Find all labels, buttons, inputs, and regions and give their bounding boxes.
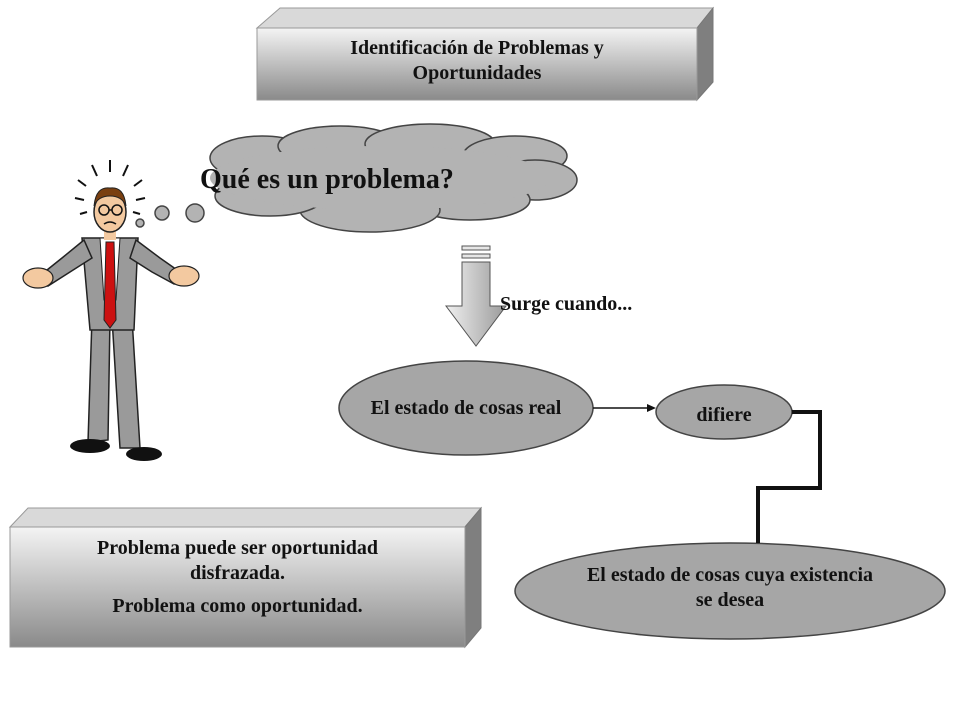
down-arrow-icon <box>445 245 507 347</box>
note-line-2: disfrazada. <box>190 562 285 584</box>
title-line-2: Oportunidades <box>412 62 542 84</box>
elbow-connector <box>756 410 822 543</box>
title-box <box>255 6 715 102</box>
connector-arrow <box>593 404 656 412</box>
desired-state-label: El estado de cosas cuya existencia se de… <box>515 563 945 613</box>
confused-man-icon <box>22 160 200 461</box>
arrow-label: Surge cuando... <box>500 293 633 315</box>
cloud-question: Qué es un problema? <box>200 164 454 195</box>
thought-cloud <box>209 123 578 233</box>
desired-line-1: El estado de cosas cuya existencia <box>586 564 874 586</box>
desired-line-2: se desea <box>695 589 765 611</box>
note-box <box>8 506 483 649</box>
thought-bubble-large <box>185 203 205 223</box>
note-line-1: Problema puede ser oportunidad <box>97 537 378 559</box>
note-text: Problema puede ser oportunidad disfrazad… <box>10 536 465 619</box>
ellipse-desired-state <box>514 542 946 640</box>
real-state-label: El estado de cosas real <box>370 397 562 419</box>
title-line-1: Identificación de Problemas y <box>350 37 604 59</box>
note-line-3: Problema como oportunidad. <box>112 595 363 617</box>
title-text: Identificación de Problemas y Oportunida… <box>257 36 697 86</box>
thought-bubble-small <box>135 218 145 228</box>
difiere-label: difiere <box>696 404 752 426</box>
thought-bubble-medium <box>154 205 170 221</box>
